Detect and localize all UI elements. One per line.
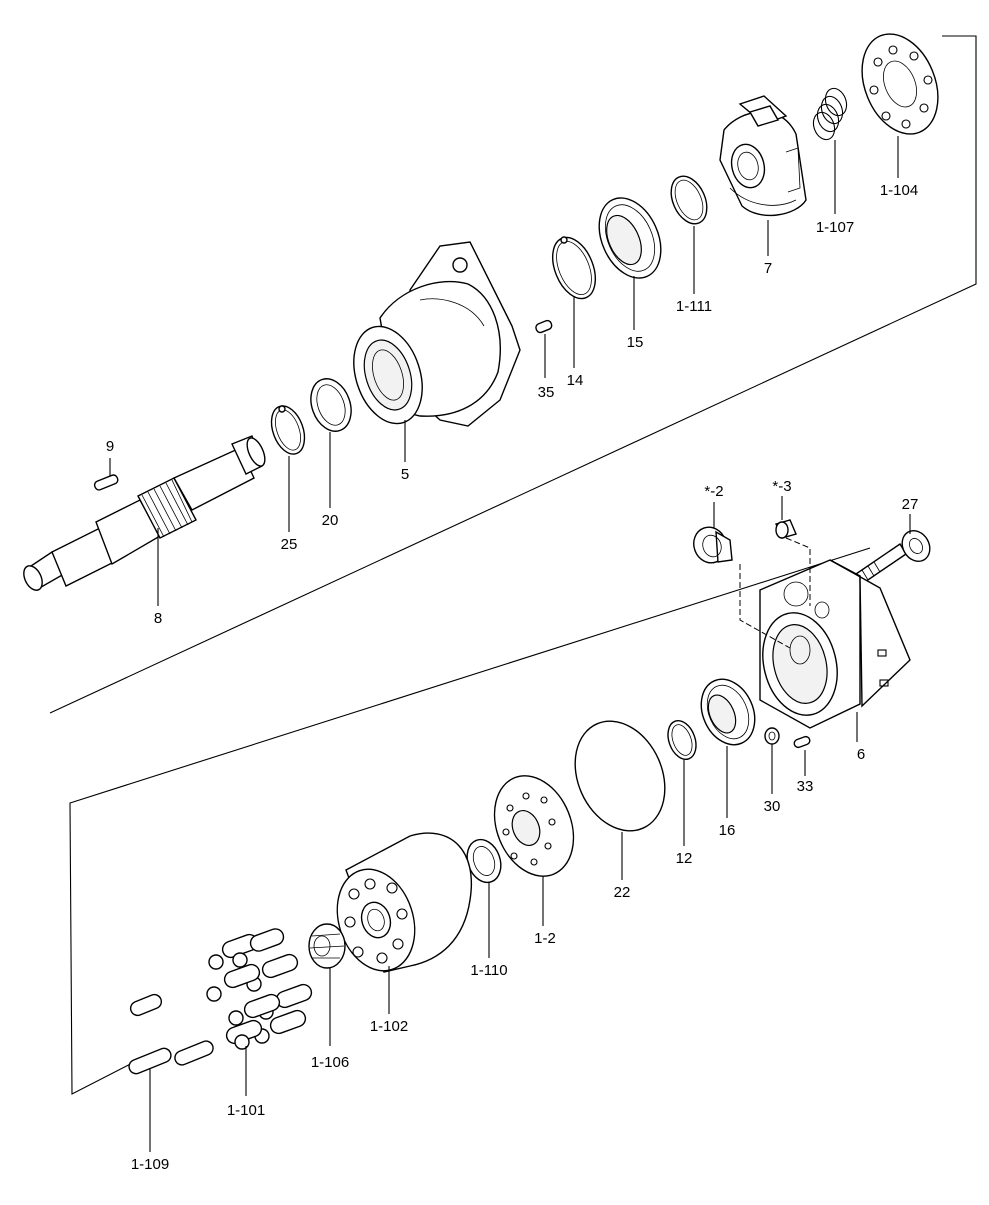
label-9: 9 bbox=[106, 438, 114, 455]
part-ring-1-111 bbox=[670, 175, 708, 225]
part-pin-35 bbox=[535, 319, 553, 334]
label-25: 25 bbox=[281, 536, 298, 553]
part-plug-3 bbox=[775, 519, 797, 539]
label-star-3: *-3 bbox=[772, 478, 791, 495]
assembly-frame bbox=[49, 35, 977, 1095]
label-33: 33 bbox=[797, 778, 814, 795]
part-pins bbox=[128, 993, 214, 1075]
part-oil-seal-20 bbox=[310, 378, 352, 432]
label-20: 20 bbox=[322, 512, 339, 529]
label-1-106: 1-106 bbox=[311, 1054, 349, 1071]
label-7: 7 bbox=[764, 260, 772, 277]
label-8: 8 bbox=[154, 610, 162, 627]
label-35: 35 bbox=[538, 384, 555, 401]
part-retainer-plate bbox=[861, 33, 939, 135]
label-30: 30 bbox=[764, 798, 781, 815]
label-16: 16 bbox=[719, 822, 736, 839]
label-1-2: 1-2 bbox=[534, 930, 556, 947]
label-1-109: 1-109 bbox=[131, 1156, 169, 1173]
part-bearing-15 bbox=[598, 197, 662, 279]
part-valve-cover bbox=[739, 537, 911, 729]
part-o-ring bbox=[574, 720, 666, 832]
part-labels: 9 8 25 20 5 35 14 15 1-111 7 1-107 1-104… bbox=[106, 182, 919, 1173]
leader-lines bbox=[109, 136, 911, 1152]
label-22: 22 bbox=[614, 884, 631, 901]
label-1-101: 1-101 bbox=[227, 1102, 265, 1119]
label-star-2: *-2 bbox=[704, 483, 723, 500]
part-swash-plate bbox=[719, 95, 807, 217]
part-casing bbox=[353, 241, 521, 427]
label-27: 27 bbox=[902, 496, 919, 513]
part-snap-ring-25 bbox=[270, 405, 306, 455]
label-15: 15 bbox=[627, 334, 644, 351]
label-14: 14 bbox=[567, 372, 584, 389]
part-ring-12 bbox=[667, 719, 697, 761]
label-5: 5 bbox=[401, 466, 409, 483]
label-1-104: 1-104 bbox=[880, 182, 918, 199]
part-spline-ball bbox=[308, 923, 346, 969]
part-bearing-16 bbox=[700, 678, 756, 746]
label-1-102: 1-102 bbox=[370, 1018, 408, 1035]
part-valve-plate bbox=[493, 775, 575, 877]
part-plug-2 bbox=[693, 526, 733, 564]
label-6: 6 bbox=[857, 746, 865, 763]
label-1-107: 1-107 bbox=[816, 219, 854, 236]
part-bolt bbox=[855, 529, 931, 585]
part-plug-30 bbox=[764, 727, 780, 745]
part-spring bbox=[812, 87, 848, 141]
part-shaft bbox=[23, 435, 266, 592]
part-snap-ring-14 bbox=[551, 236, 597, 300]
label-12: 12 bbox=[676, 850, 693, 867]
part-pistons bbox=[206, 928, 313, 1050]
label-1-111: 1-111 bbox=[676, 298, 712, 315]
part-cylinder-block bbox=[336, 832, 472, 973]
label-1-110: 1-110 bbox=[470, 962, 507, 979]
part-pin-33 bbox=[793, 735, 811, 749]
part-key bbox=[93, 474, 119, 491]
